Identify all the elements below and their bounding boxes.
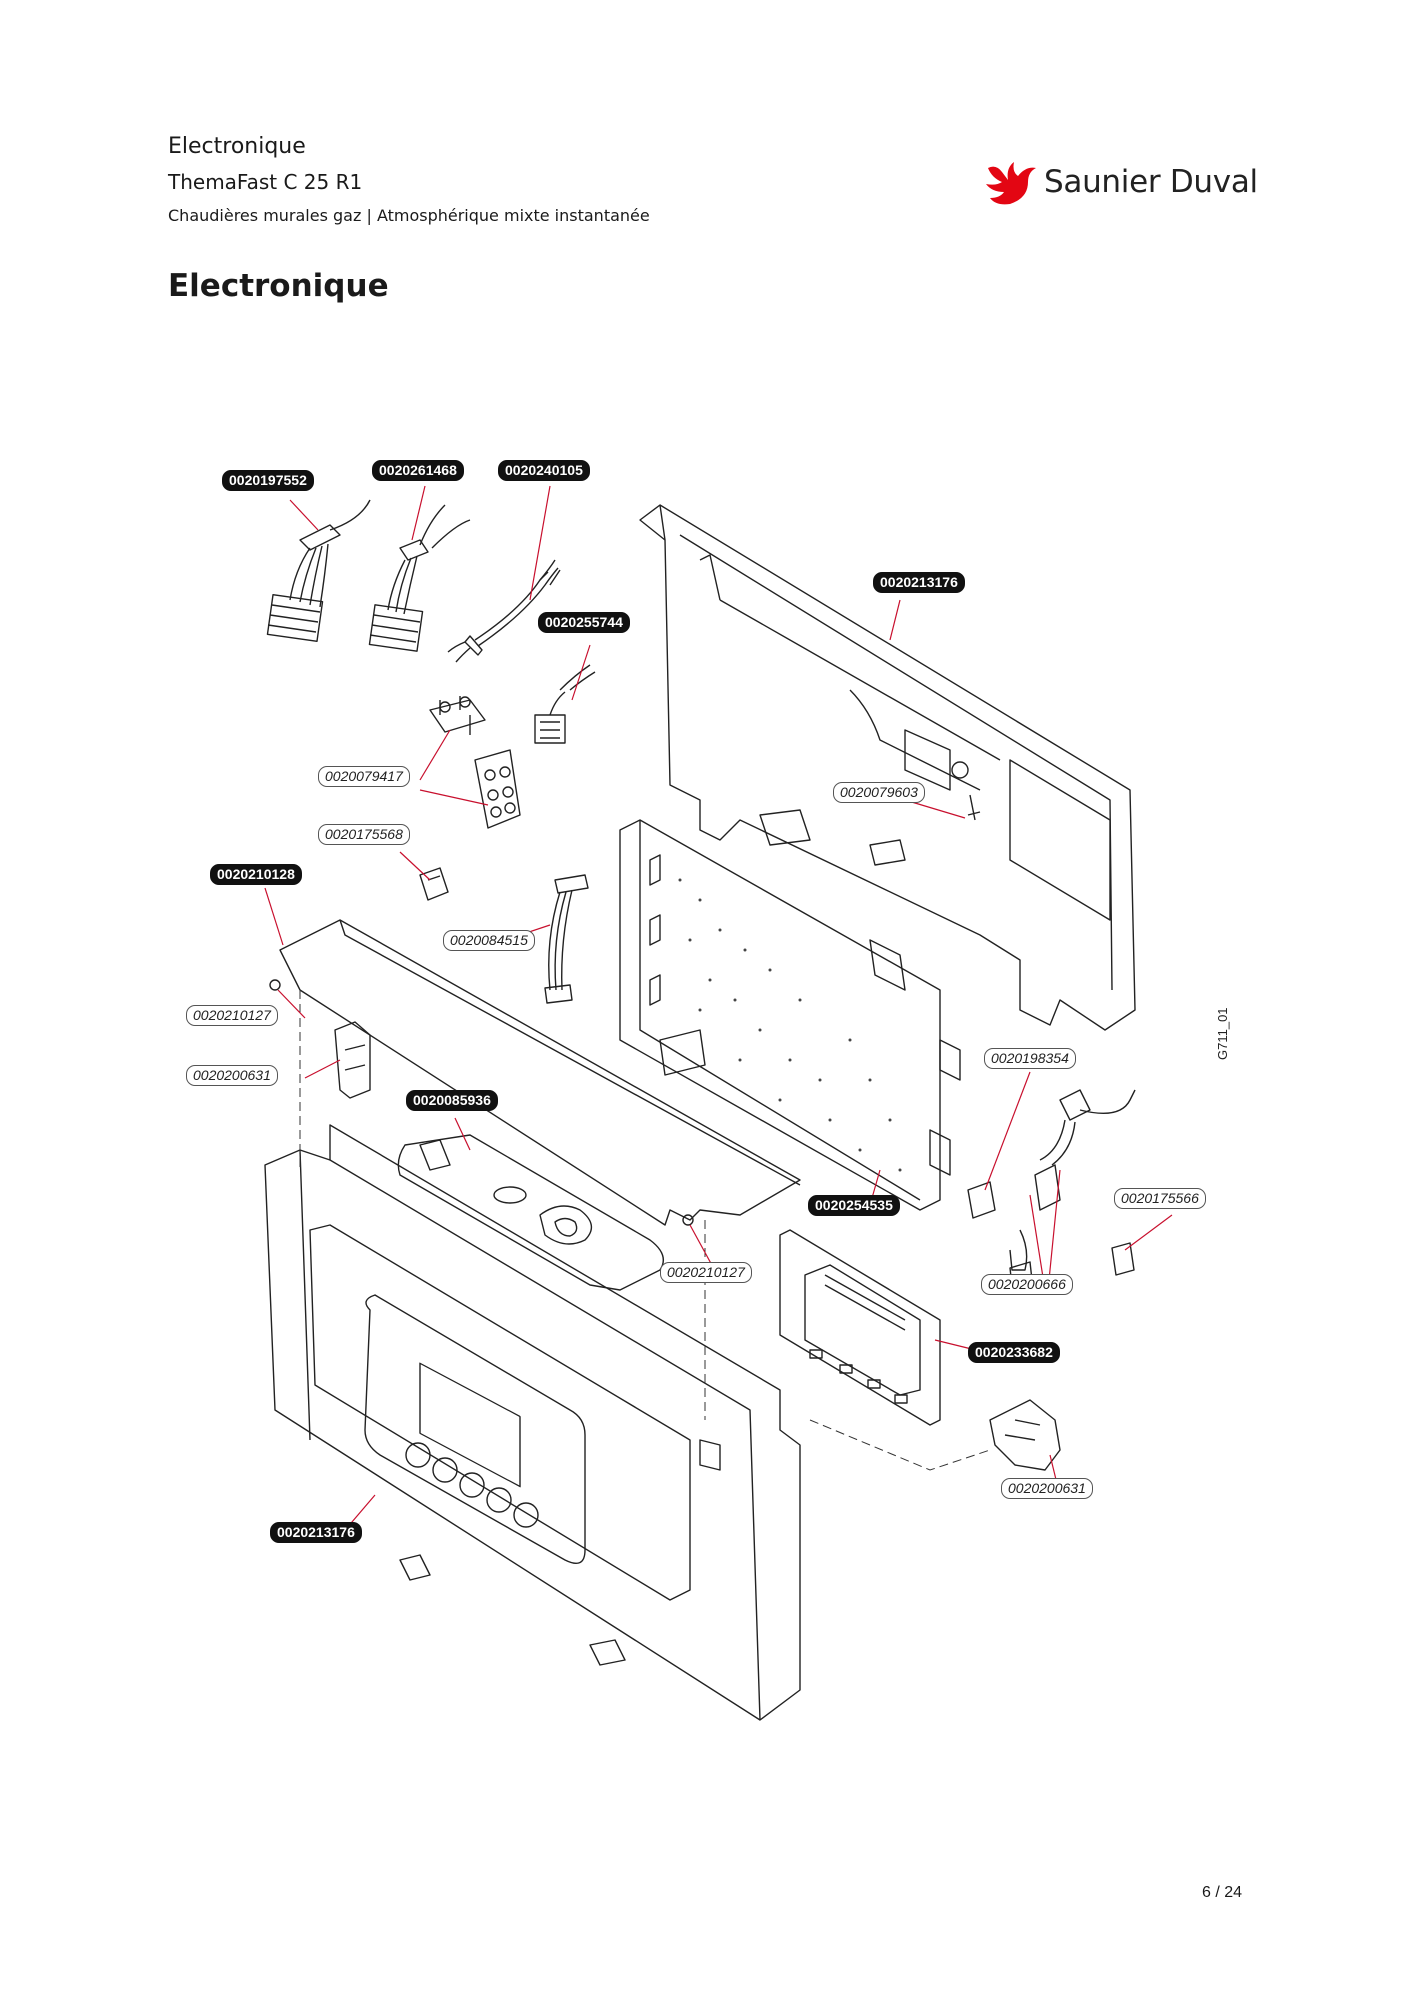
part-label: 0020079603 xyxy=(833,782,925,803)
probe-cable xyxy=(447,559,561,663)
ribbon-cable xyxy=(544,874,589,1004)
part-label: 0020213176 xyxy=(270,1522,362,1543)
harness-connector-1 xyxy=(266,499,371,642)
part-label: 0020200631 xyxy=(186,1065,278,1086)
header-section-title: Electronique xyxy=(168,134,306,159)
part-label: 0020210127 xyxy=(186,1005,278,1026)
part-label: 0020210128 xyxy=(210,864,302,885)
part-label: 0020079417 xyxy=(318,766,410,787)
page-title: Electronique xyxy=(168,268,389,304)
screw-right xyxy=(682,1214,694,1226)
rear-frame xyxy=(639,504,1136,1031)
part-label: 0020084515 xyxy=(443,930,535,951)
clip-part xyxy=(419,867,449,901)
bracket-left xyxy=(334,1021,371,1099)
control-knob-panel xyxy=(397,1134,664,1291)
display-pcb xyxy=(779,1229,941,1426)
brand-logo: Saunier Duval xyxy=(982,158,1258,208)
drawing-code: G711_01 xyxy=(1215,1007,1230,1060)
bracket-right xyxy=(989,1399,1061,1471)
part-label: 0020200631 xyxy=(1001,1478,1093,1499)
screw-left xyxy=(269,979,281,991)
page-number: 6 / 24 xyxy=(1202,1884,1243,1901)
terminal-blocks xyxy=(429,696,521,829)
part-label: 0020233682 xyxy=(968,1342,1060,1363)
header-category: Chaudières murales gaz | Atmosphérique m… xyxy=(168,206,650,225)
part-label: 0020085936 xyxy=(406,1090,498,1111)
part-label: 0020254535 xyxy=(808,1195,900,1216)
header-model-name: ThemaFast C 25 R1 xyxy=(168,170,363,194)
part-label: 0020175568 xyxy=(318,824,410,845)
part-label: 0020175566 xyxy=(1114,1188,1206,1209)
main-pcb xyxy=(619,819,961,1211)
harness-connector-2 xyxy=(368,504,471,652)
pressure-switch xyxy=(1009,1089,1136,1287)
part-label: 0020261468 xyxy=(372,460,464,481)
part-label: 0020255744 xyxy=(538,612,630,633)
part-label: 0020198354 xyxy=(984,1048,1076,1069)
relay-clip xyxy=(967,1181,1135,1276)
part-label: 0020200666 xyxy=(981,1274,1073,1295)
red-bird-logo-icon xyxy=(986,162,1036,205)
part-label: 0020240105 xyxy=(498,460,590,481)
brand-name: Saunier Duval xyxy=(1044,164,1258,200)
part-label: 0020213176 xyxy=(873,572,965,593)
display-cover xyxy=(279,919,801,1226)
front-housing xyxy=(264,1124,801,1721)
small-connector xyxy=(534,664,596,744)
part-label: 0020197552 xyxy=(222,470,314,491)
part-label: 0020210127 xyxy=(660,1262,752,1283)
